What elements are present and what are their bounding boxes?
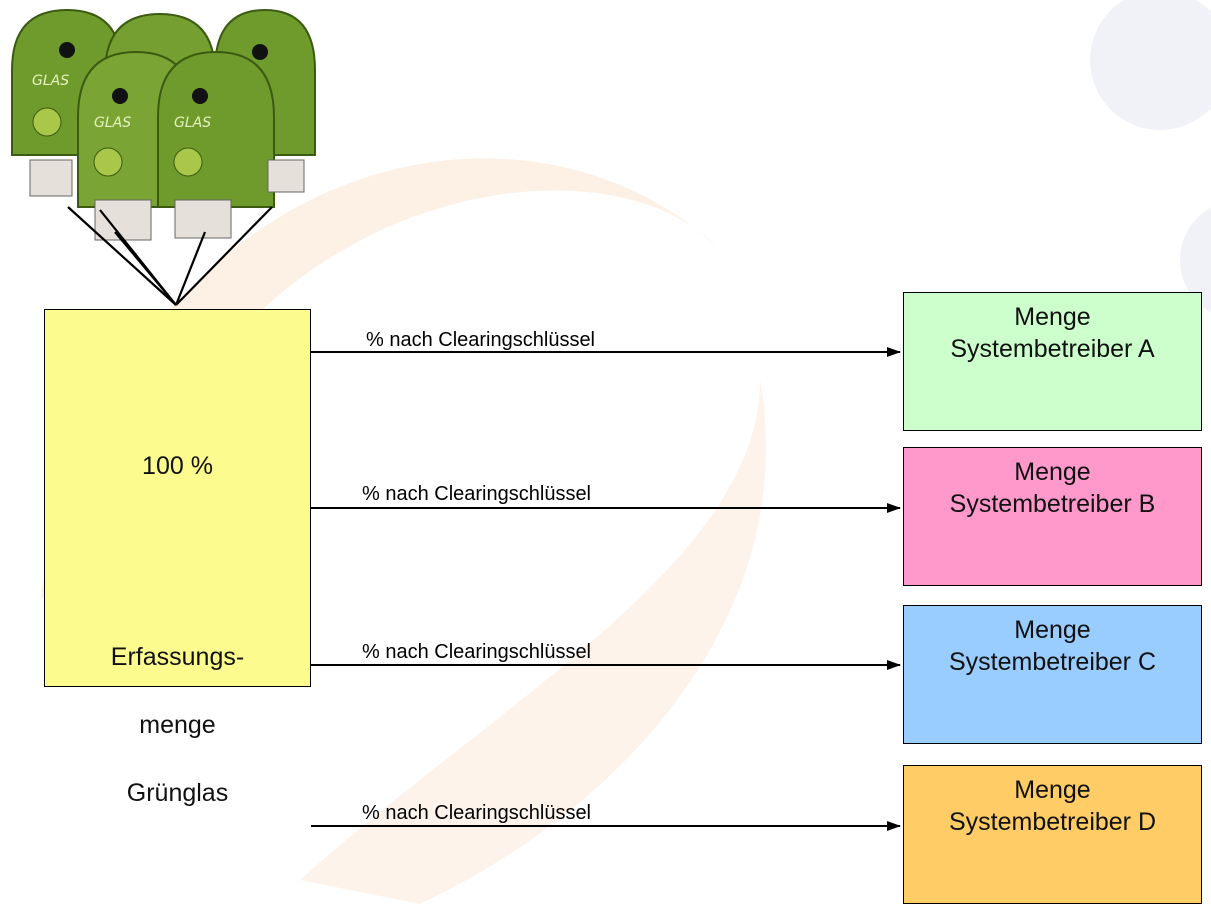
glass-bin-icon: GLAS <box>157 50 275 208</box>
target-box-d: Menge Systembetreiber D <box>903 765 1202 904</box>
source-label-line1: Erfassungs- <box>110 643 245 671</box>
bottle-crate-icon <box>29 159 305 241</box>
svg-text:GLAS: GLAS <box>174 115 211 131</box>
target-box-a: Menge Systembetreiber A <box>903 292 1202 431</box>
source-box: 100 % Erfassungs- menge Grünglas <box>44 309 311 807</box>
bin-to-source-lines <box>67 206 273 306</box>
glass-recycling-bins-illustration: GLAS GLAS GLAS <box>11 8 316 241</box>
source-label: Erfassungs- menge Grünglas <box>45 606 310 844</box>
target-a-line2: Systembetreiber A <box>950 335 1155 363</box>
source-label-line2: menge <box>139 711 216 739</box>
svg-text:GLAS: GLAS <box>94 115 131 131</box>
target-d-line2: Systembetreiber D <box>948 808 1157 836</box>
arrow-label-a: % nach Clearingschlüssel <box>366 329 596 351</box>
target-c-line2: Systembetreiber C <box>948 648 1157 676</box>
source-label-line3: Grünglas <box>126 779 229 807</box>
svg-text:GLAS: GLAS <box>32 73 69 89</box>
target-box-b: Menge Systembetreiber B <box>903 447 1202 586</box>
target-a-line1: Menge <box>1014 303 1091 331</box>
arrow-label-d: % nach Clearingschlüssel <box>362 802 592 824</box>
target-box-c: Menge Systembetreiber C <box>903 605 1202 744</box>
arrow-label-c: % nach Clearingschlüssel <box>362 641 592 663</box>
source-percent: 100 % <box>142 452 213 480</box>
target-d-line1: Menge <box>1014 776 1091 804</box>
target-b-line2: Systembetreiber B <box>949 490 1156 518</box>
target-c-line1: Menge <box>1014 616 1091 644</box>
arrow-label-b: % nach Clearingschlüssel <box>362 483 592 505</box>
target-b-line1: Menge <box>1014 458 1091 486</box>
